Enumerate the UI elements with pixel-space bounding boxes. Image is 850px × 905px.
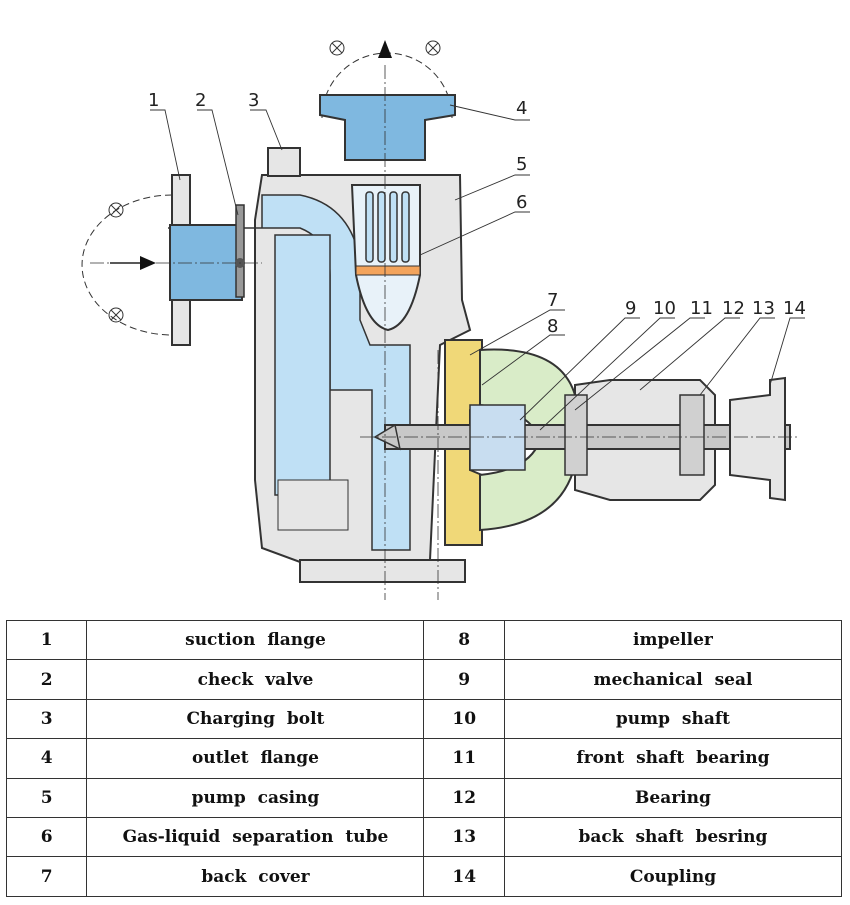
callout-2: 2 [195, 90, 206, 111]
callout-6: 6 [516, 192, 527, 213]
part-name: back cover [86, 856, 425, 897]
part-number: 10 [423, 698, 505, 740]
front-shaft-bearing [564, 394, 588, 476]
check-valve [235, 204, 245, 298]
coupling [729, 376, 786, 502]
tube-seal-ring [355, 265, 421, 276]
table-row: 7 back cover 14 Coupling [5, 856, 843, 897]
inner-chamber [277, 479, 349, 531]
callout-8: 8 [547, 316, 558, 337]
table-row: 2 check valve 9 mechanical seal [5, 659, 843, 700]
charging-bolt [267, 147, 301, 177]
part-number: 7 [5, 856, 88, 897]
callout-11: 11 [690, 298, 713, 319]
pump-cross-section-drawing: 1 2 3 4 5 6 7 8 9 10 11 12 13 14 [81, 40, 806, 600]
part-name: Coupling [503, 856, 843, 897]
callout-14: 14 [783, 298, 806, 319]
table-row: 6 Gas-liquid separation tube 13 back sha… [5, 816, 843, 858]
bolt-hole-markers [108, 40, 441, 323]
back-shaft-bearing [679, 394, 705, 476]
part-number: 4 [5, 738, 88, 779]
part-name: outlet flange [86, 738, 425, 779]
suction-pipe [169, 224, 243, 301]
callout-7: 7 [547, 290, 558, 311]
part-number: 13 [423, 816, 505, 858]
part-number: 12 [423, 777, 505, 818]
table-row: 3 Charging bolt 10 pump shaft [5, 698, 843, 740]
part-name: back shaft besring [503, 816, 843, 858]
part-name: Gas-liquid separation tube [86, 816, 425, 858]
part-name: check valve [86, 659, 425, 700]
part-name: impeller [503, 619, 843, 661]
callout-13: 13 [752, 298, 775, 319]
callout-9: 9 [625, 298, 636, 319]
part-number: 11 [423, 738, 505, 779]
inlet-arrow-head [140, 256, 156, 270]
leader-lines [150, 104, 805, 431]
outlet-flange [319, 94, 456, 161]
callout-10: 10 [653, 298, 676, 319]
separation-tube-slots [365, 191, 410, 263]
base-foot [299, 559, 466, 583]
part-name: Charging bolt [86, 698, 425, 740]
part-name: mechanical seal [503, 659, 843, 700]
callout-1: 1 [148, 90, 159, 111]
part-number: 8 [423, 619, 505, 661]
table-row: 4 outlet flange 11 front shaft bearing [5, 738, 843, 779]
part-number: 2 [5, 659, 88, 700]
parts-table: 1 suction flange 8 impeller 2 check valv… [5, 619, 843, 897]
part-name: pump shaft [503, 698, 843, 740]
table-row: 1 suction flange 8 impeller [5, 619, 843, 661]
inlet-bolt-circle-arc [81, 194, 173, 336]
part-number: 9 [423, 659, 505, 700]
part-number: 5 [5, 777, 88, 818]
callout-3: 3 [248, 90, 259, 111]
part-number: 3 [5, 698, 88, 740]
part-name: suction flange [86, 619, 425, 661]
suction-channel [274, 234, 331, 496]
callout-12: 12 [722, 298, 745, 319]
part-name: pump casing [86, 777, 425, 818]
part-name: front shaft bearing [503, 738, 843, 779]
part-number: 6 [5, 816, 88, 858]
part-name: Bearing [503, 777, 843, 818]
mechanical-seal [469, 404, 526, 471]
callout-5: 5 [516, 154, 527, 175]
outlet-arrow-head [378, 40, 392, 58]
part-number: 1 [5, 619, 88, 661]
callout-4: 4 [516, 98, 527, 119]
table-row: 5 pump casing 12 Bearing [5, 777, 843, 818]
part-number: 14 [423, 856, 505, 897]
